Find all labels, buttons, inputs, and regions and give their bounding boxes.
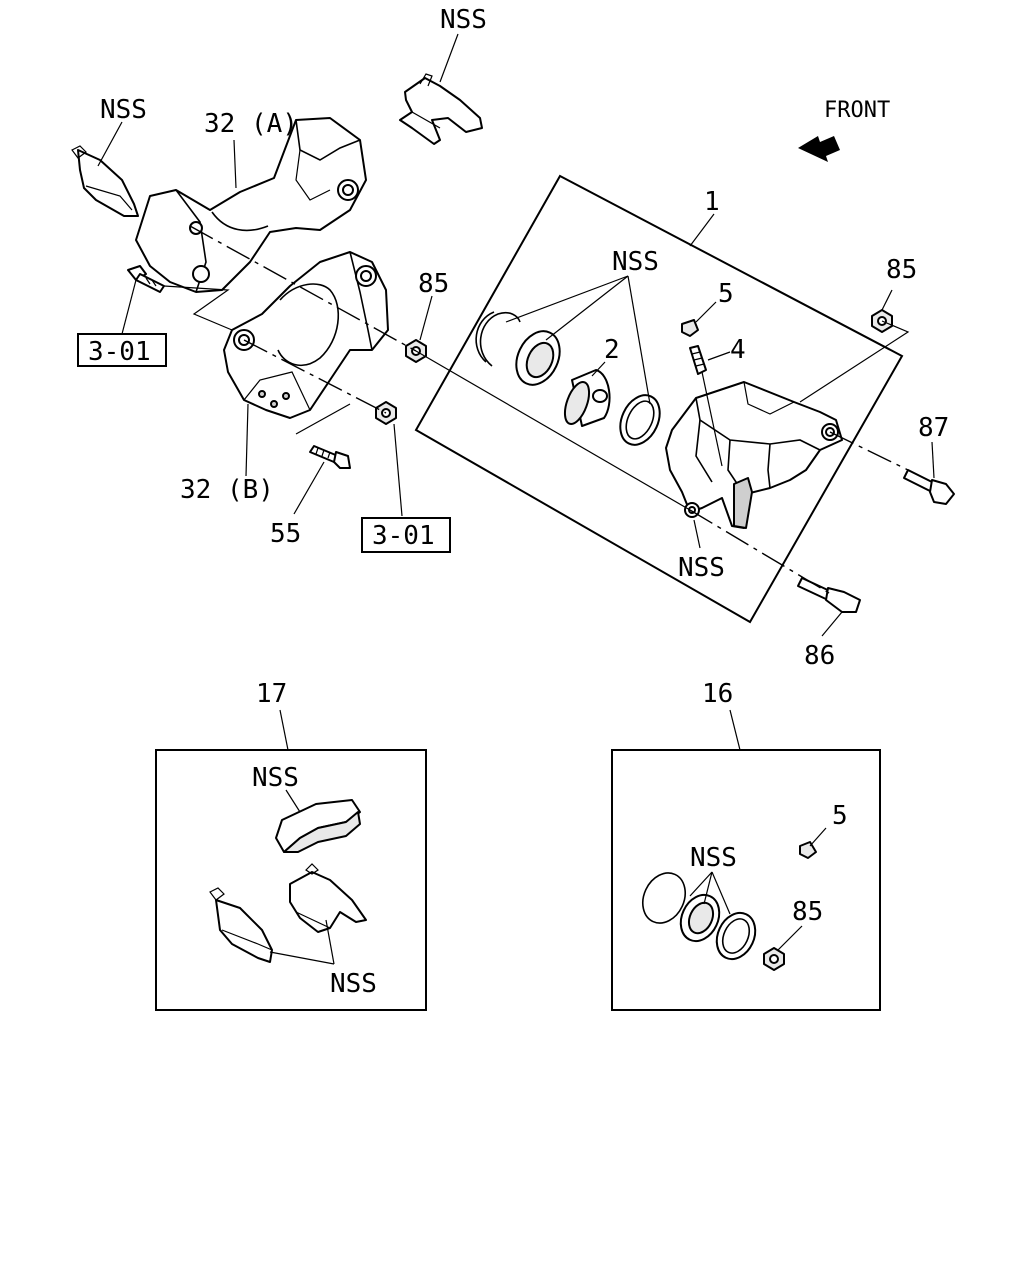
caliper-body-1 [665,381,843,529]
bleeder-screw-4 [689,345,707,375]
label-nss-caliper: NSS [678,553,725,583]
ref-box-3-01-left: 3-01 [77,333,167,367]
piston-2 [563,369,611,427]
kit-16-piston-seal [715,911,757,961]
ref-box-3-01-bottom: 3-01 [361,517,451,553]
guide-bolt-86 [797,577,861,613]
label-nss-seals: NSS [612,247,659,277]
caliper-assembly-box [414,174,904,624]
label-part-87: 87 [918,413,949,443]
kit-17-clip-left [209,887,273,963]
label-kit-17: 17 [256,679,287,709]
label-front: FRONT [824,98,890,123]
anti-rattle-clip-top [399,73,483,145]
mounting-bracket-32a [135,117,367,293]
kit-16-panel [611,709,881,1011]
dust-boot [515,330,561,386]
label-part-4: 4 [730,335,746,365]
assembly-lines [163,225,910,597]
label-part-2: 2 [604,335,620,365]
snap-ring [475,311,521,367]
kit-16-snap-ring [642,872,686,924]
label-kit-16: 16 [702,679,733,709]
label-kit-16-nss: NSS [690,843,737,873]
label-part-1: 1 [704,187,720,217]
ref-3-01-left-text: 3-01 [88,337,151,367]
label-kit-16-part-5: 5 [832,801,848,831]
kit-16-nut-85 [763,947,785,971]
kit-17-panel [155,709,427,1011]
ref-3-01-bottom-text: 3-01 [372,521,435,551]
kit-16-bleeder-cap [799,841,817,859]
bolt-3-01-left [127,265,165,293]
label-kit-16-part-85: 85 [792,897,823,927]
bolt-55 [309,445,351,469]
mounting-bracket-32b [223,251,389,419]
label-kit-17-nss-pad: NSS [252,763,299,793]
label-part-5: 5 [718,279,734,309]
anti-rattle-clip-left [71,145,139,217]
label-part-86: 86 [804,641,835,671]
leader-lines [97,33,935,637]
bleeder-cap-5 [681,319,699,337]
label-part-85-left: 85 [418,269,449,299]
label-part-32b: 32 (B) [180,475,274,505]
label-nss-topleft: NSS [100,95,147,125]
guide-bolt-87 [903,469,955,505]
front-direction-arrow-icon [798,136,840,162]
piston-seal [619,394,661,446]
label-part-55: 55 [270,519,301,549]
label-nss-top: NSS [440,5,487,35]
kit-16-dust-boot [679,893,721,943]
kit-17-clip-right [289,863,367,933]
label-part-85-right: 85 [886,255,917,285]
label-kit-17-nss-clips: NSS [330,969,377,999]
brake-pad [275,799,361,853]
label-part-32a: 32 (A) [204,109,298,139]
